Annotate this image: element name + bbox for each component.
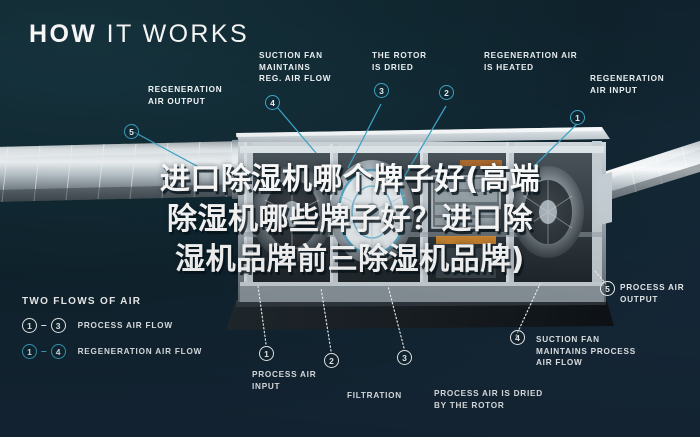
overlay-line-2: 除湿机哪些牌子好？进口除: [167, 202, 533, 237]
callout-label-regen-air-input: REGENERATION AIR INPUT: [590, 74, 665, 95]
callout-label-rotor-dried: THE ROTOR IS DRIED: [372, 51, 427, 72]
marker-3-bottom[interactable]: 3: [397, 350, 412, 365]
machine-body: [236, 127, 612, 302]
marker-1-top[interactable]: 1: [570, 110, 585, 125]
callout-label-regen-air-heated: REGENERATION AIR IS HEATED: [484, 51, 578, 72]
marker-5-top[interactable]: 5: [124, 124, 139, 139]
marker-4-bottom[interactable]: 4: [510, 330, 525, 345]
legend-title: TWO FLOWS OF AIR: [22, 296, 142, 307]
marker-1-bottom[interactable]: 1: [259, 346, 274, 361]
legend-label-regeneration-air-flow: REGENERATION AIR FLOW: [77, 347, 203, 356]
overlay-line-1: 进口除湿机哪个牌子好(高端: [159, 162, 541, 197]
legend-dash-1: –: [41, 320, 47, 331]
legend-row-process-air-flow: 1 – 3 PROCESS AIR FLOW: [22, 318, 202, 333]
callout-label-regeneration-air-output: REGENERATION AIR OUTPUT: [148, 85, 223, 106]
callout-label-filtration: FILTRATION: [347, 391, 402, 400]
legend-row-regeneration-air-flow: 1 – 4 REGENERATION AIR FLOW: [22, 344, 202, 359]
callout-label-process-air-input: PROCESS AIR INPUT: [252, 370, 317, 391]
legend-marker-to-3: 3: [50, 318, 66, 333]
title-light: IT WORKS: [106, 20, 250, 48]
leader-lines-bottom: [257, 269, 607, 352]
title-bold: HOW: [29, 20, 98, 48]
callout-label-suction-fan-reg: SUCTION FAN MAINTAINS REG. AIR FLOW: [259, 51, 332, 83]
marker-5-right[interactable]: 5: [600, 281, 615, 296]
rotor-wheel: [330, 160, 414, 264]
marker-3-top[interactable]: 3: [374, 83, 389, 98]
fan-right: [512, 166, 584, 258]
filter-bank: [431, 175, 501, 278]
chinese-overlay-text: 进口除湿机哪个牌子好(高端 除湿机哪些牌子好？进口除 湿机品牌前三除湿机品牌): [0, 160, 700, 280]
legend-marker-from-1-blue: 1: [22, 344, 37, 359]
fan-left: [252, 166, 332, 262]
callout-label-process-air-dried: PROCESS AIR IS DRIED BY THE ROTOR: [434, 389, 543, 410]
callout-label-process-air-output: PROCESS AIR OUTPUT: [620, 283, 685, 304]
leader-lines-top: [133, 103, 578, 178]
legend-dash-2: –: [41, 346, 47, 357]
overlay-line-3: 湿机品牌前三除湿机品牌): [175, 242, 525, 277]
legend-marker-to-4: 4: [50, 344, 66, 359]
marker-4-top[interactable]: 4: [265, 95, 280, 110]
page-title: HOW IT WORKS: [29, 22, 249, 47]
legend-marker-from-1: 1: [22, 318, 37, 333]
legend-label-process-air-flow: PROCESS AIR FLOW: [77, 321, 173, 330]
marker-2-bottom[interactable]: 2: [324, 353, 339, 368]
marker-2-top[interactable]: 2: [439, 85, 454, 100]
legend: TWO FLOWS OF AIR 1 – 3 PROCESS AIR FLOW …: [22, 296, 202, 359]
callout-label-suction-fan-process: SUCTION FAN MAINTAINS PROCESS AIR FLOW: [536, 335, 636, 367]
